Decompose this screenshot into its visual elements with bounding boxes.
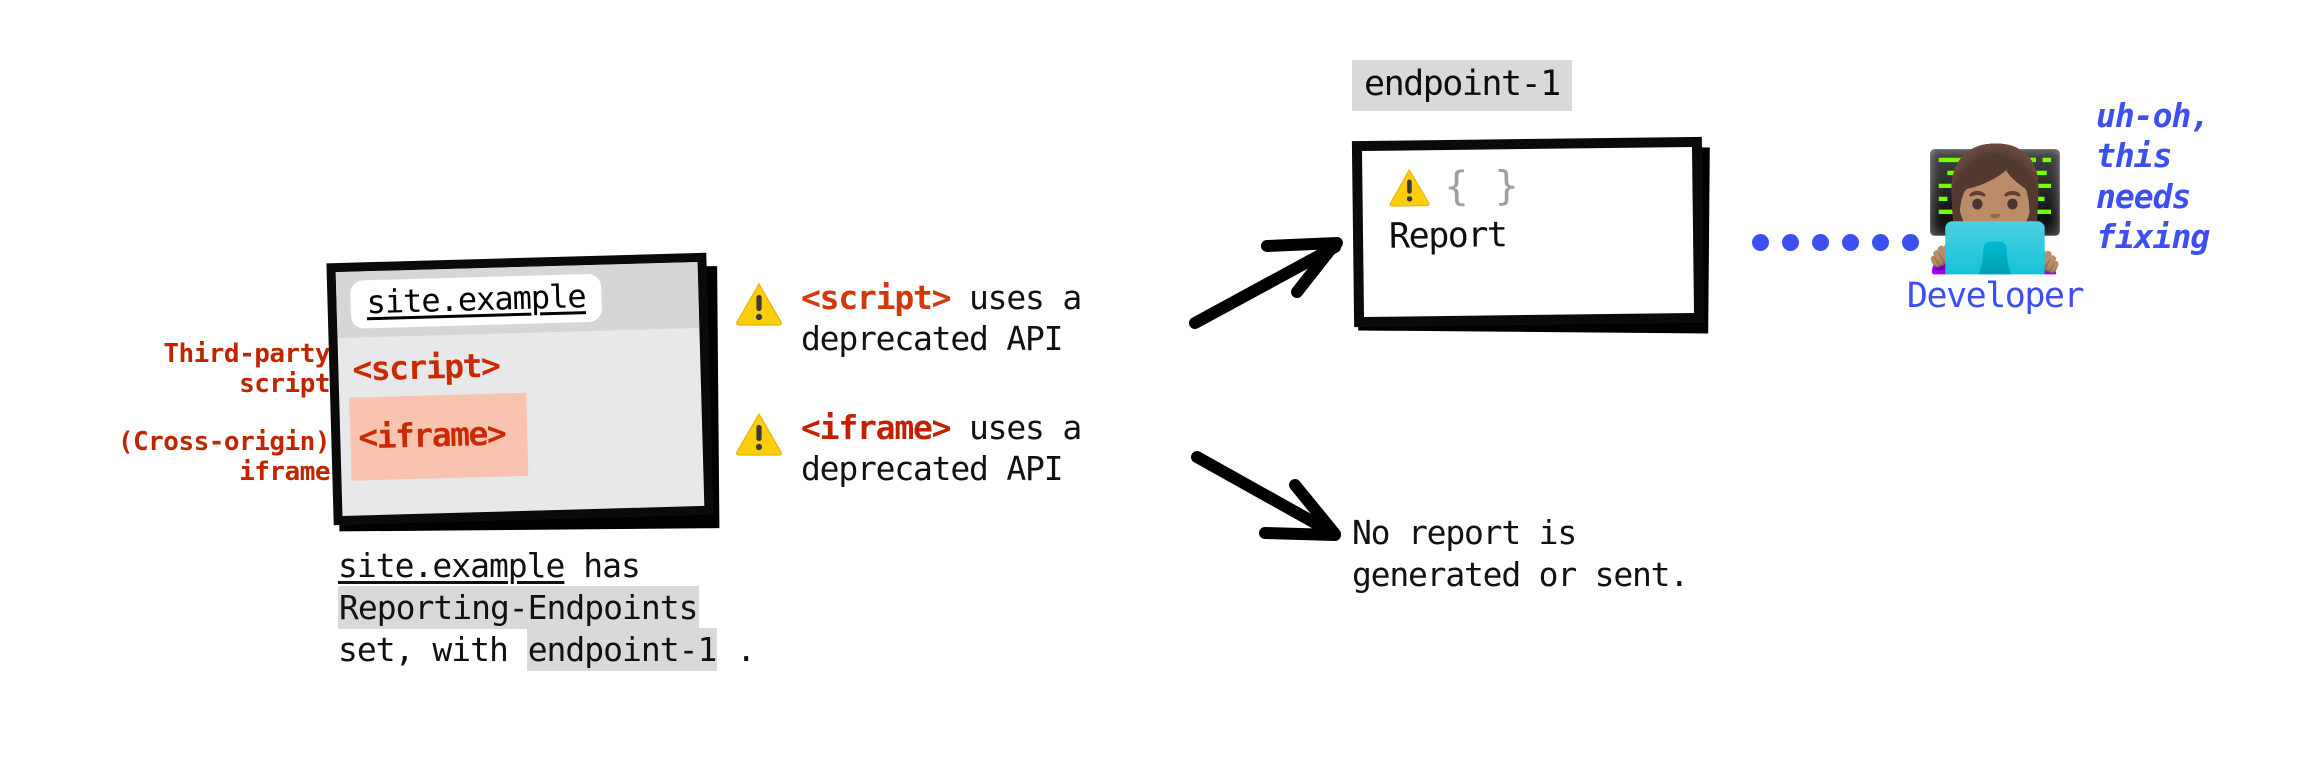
connector-dot	[1752, 234, 1769, 251]
warning-rest-script: uses a	[950, 278, 1082, 317]
connector-dot	[1812, 234, 1829, 251]
browser-window: site.example <script> <iframe>	[326, 252, 720, 532]
caption-line-1: site.example has	[338, 545, 755, 587]
iframe-highlight-block: <iframe>	[349, 393, 529, 481]
json-braces-icon: { }	[1444, 163, 1520, 211]
dotted-connector	[1752, 234, 1919, 251]
browser-viewport: site.example <script> <iframe>	[335, 261, 705, 517]
url-bar[interactable]: site.example	[349, 274, 603, 329]
browser-window-frame: site.example <script> <iframe>	[326, 252, 714, 526]
warning-text-iframe: <iframe> uses a deprecated API	[801, 408, 1082, 490]
warning-text-script: <script> uses a deprecated API	[801, 278, 1082, 360]
warning-rest-iframe: uses a	[950, 408, 1082, 447]
report-title: Report	[1388, 215, 1507, 257]
developer-speech: uh-oh, this needs fixing	[2096, 96, 2210, 256]
label-third-party-script: Third-party script	[163, 339, 330, 399]
report-box-content: { } Report	[1361, 146, 1695, 318]
browser-chrome-bar: site.example	[335, 261, 700, 339]
connector-dot	[1842, 234, 1859, 251]
browser-page-content: <script> <iframe>	[338, 328, 704, 481]
caption-set-with: set, with	[338, 630, 527, 670]
woman-technologist-icon: 👩🏽‍💻	[1921, 140, 2069, 278]
connector-dot	[1782, 234, 1799, 251]
arrow-to-no-report-icon	[1191, 451, 1341, 541]
developer-block: 👩🏽‍💻 Developer	[1900, 150, 2090, 316]
warning-triangle-icon	[735, 280, 783, 328]
label-cross-origin-iframe: (Cross-origin) iframe	[117, 426, 331, 487]
side-annotations: Third-party script (Cross-origin) iframe	[0, 339, 331, 488]
warning-line2-script: deprecated API	[801, 318, 1064, 358]
warning-tag-script: <script>	[801, 278, 952, 317]
script-tag-text: <script>	[351, 345, 500, 389]
warning-tag-iframe: <iframe>	[801, 408, 952, 447]
caption-header: Reporting-Endpoints	[338, 586, 699, 630]
iframe-tag-text: <iframe>	[357, 413, 506, 457]
warning-triangle-icon	[735, 410, 783, 458]
report-icon-row: { }	[1388, 163, 1692, 211]
caption-line-2: Reporting-Endpoints	[338, 586, 755, 630]
browser-caption: site.example has Reporting-Endpoints set…	[338, 545, 756, 672]
no-report-text: No report is generated or sent.	[1352, 513, 1689, 594]
warning-line2-iframe: deprecated API	[801, 448, 1064, 488]
caption-has: has	[564, 546, 641, 585]
endpoint-label: endpoint-1	[1352, 60, 1572, 111]
caption-line-3: set, with endpoint-1 .	[338, 628, 756, 672]
warning-triangle-icon	[1388, 166, 1431, 209]
report-box: { } Report	[1351, 136, 1710, 334]
connector-dot	[1902, 234, 1919, 251]
caption-period: .	[717, 630, 756, 670]
caption-site: site.example	[338, 546, 565, 585]
connector-dot	[1872, 234, 1889, 251]
report-box-frame: { } Report	[1351, 136, 1705, 328]
caption-endpoint: endpoint-1	[526, 628, 718, 672]
warning-row-script: <script> uses a deprecated API	[735, 278, 1082, 360]
arrow-to-report-icon	[1189, 237, 1343, 329]
warning-row-iframe: <iframe> uses a deprecated API	[735, 408, 1082, 490]
developer-label: Developer	[1906, 276, 2085, 316]
